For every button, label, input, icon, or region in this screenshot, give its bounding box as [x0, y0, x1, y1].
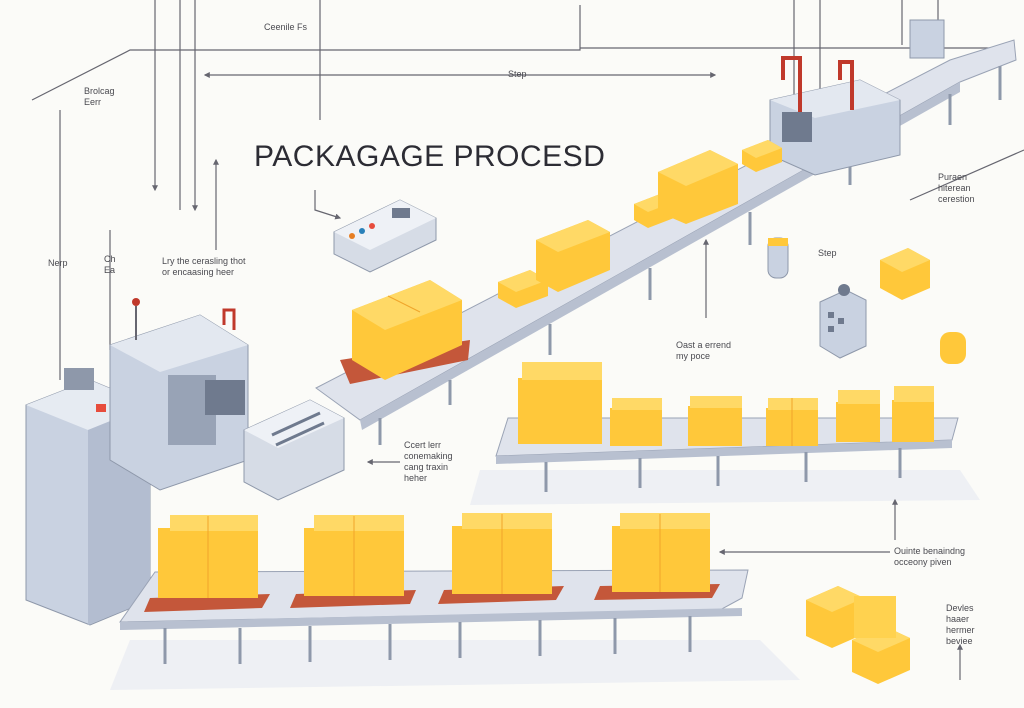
box: [452, 513, 552, 594]
box: [518, 362, 602, 444]
box: [658, 150, 738, 224]
boxes: [158, 140, 934, 684]
label-top-center: Ceenile Fs: [264, 22, 308, 32]
connector-line: [314, 190, 342, 220]
box: [498, 270, 548, 308]
label-right-bottom: Devles haaer hermer beviee: [946, 603, 975, 646]
connector-line: [31, 5, 581, 101]
left-machine: [25, 298, 345, 626]
bottom-conveyor: [119, 569, 749, 664]
label-mid-left: Lry the cerasling thot or encaasing heer: [162, 256, 246, 277]
box: [742, 140, 782, 172]
box: [304, 515, 404, 596]
connector-line: [909, 149, 1024, 201]
label-mid-step: Step: [818, 248, 837, 258]
control-panel: [333, 199, 437, 273]
label-left-nerp: Nerp: [48, 258, 68, 268]
box: [610, 398, 662, 446]
label-right-top: Puraen hiterean cerestion: [938, 172, 975, 204]
box: [806, 586, 864, 648]
label-mid-center: Oast a errend my poce: [676, 340, 732, 361]
box: [158, 515, 258, 598]
ground-shadows: [110, 470, 980, 690]
small-parts: [767, 237, 966, 364]
label-right-mid: Ouinte benaindng occeony piven: [894, 546, 966, 567]
box: [854, 596, 896, 638]
label-top-step: Step: [508, 69, 527, 79]
connector-lines: [31, 0, 1024, 680]
diagram-title: PACKAGAGE PROCESD: [254, 140, 606, 173]
box: [892, 386, 934, 442]
box: [688, 396, 742, 446]
label-lower-left: Ccert lerr conemaking cang traxin heher: [404, 440, 453, 483]
label-left-small: Ch Ea: [104, 254, 116, 275]
box: [612, 513, 710, 592]
box: [836, 390, 880, 442]
label-top-left: Brolcag Eerr: [84, 86, 115, 107]
box: [766, 398, 818, 446]
box: [352, 280, 462, 380]
box: [880, 248, 930, 300]
box: [536, 220, 610, 292]
